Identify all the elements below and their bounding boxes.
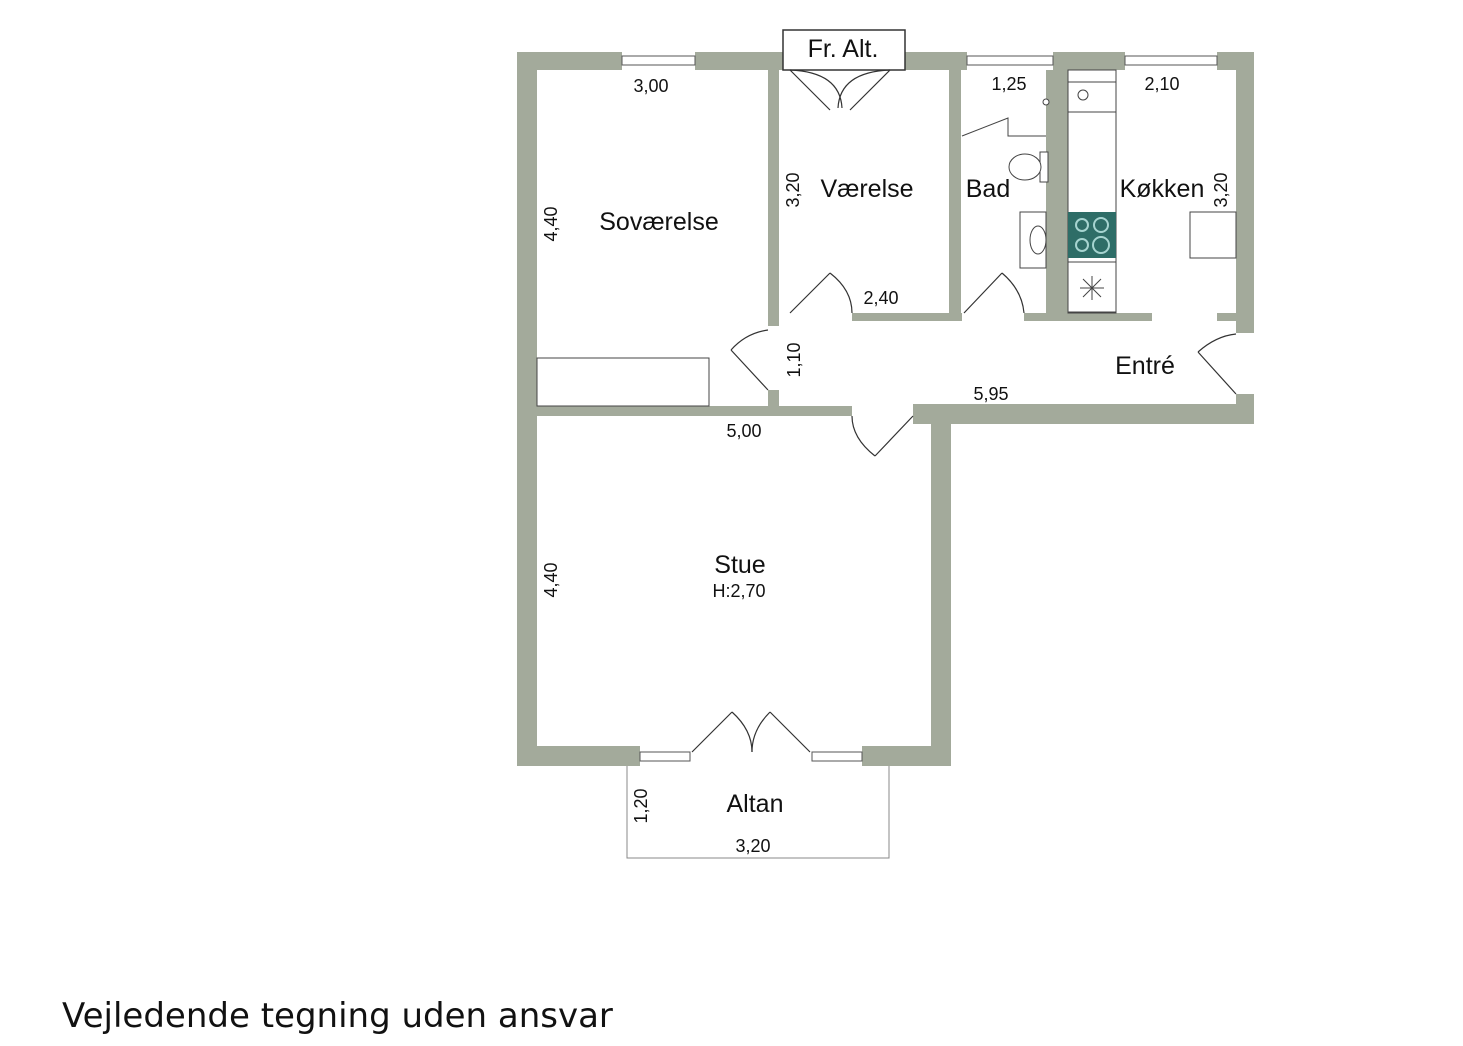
door-stue-balcony-left [691,711,753,753]
door-entre [1197,333,1237,395]
dim-vae-width: 2,40 [863,288,898,308]
label-bad: Bad [966,175,1010,203]
dim-vae-depth: 3,20 [783,172,803,207]
walls [517,52,1254,766]
toilet-icon [1008,153,1042,181]
sink-basin-icon [1029,225,1047,255]
stove-top [1068,212,1116,258]
dim-kok-width: 2,10 [1144,74,1179,94]
label-kokken: Køkken [1120,175,1205,203]
door-vaerelse [789,272,853,314]
windows [621,55,1218,762]
shower-head-icon [1042,98,1050,106]
door-stue-balcony-right [751,711,811,753]
door-fr-alt-right [837,69,891,111]
dim-kok-depth: 3,20 [1211,172,1231,207]
wall-top-1 [517,52,622,70]
door-stue [851,415,914,457]
snowflake-icon [1080,276,1104,300]
dim-entre-depth: 1,10 [784,342,804,377]
wall-bottom-2 [862,746,951,766]
dim-sov-depth: 4,40 [541,206,561,241]
window-kok [1124,55,1218,66]
window-stue-left [639,751,691,762]
label-vaerelse: Værelse [820,175,913,203]
wall-sov-stue [537,406,852,416]
dim-bad-width: 1,25 [991,74,1026,94]
window-bad [966,55,1054,66]
wall-sov-vae [768,70,779,326]
dim-stue-depth: 4,40 [541,562,561,597]
label-stue: Stue [714,551,765,579]
faucet-icon [1077,89,1089,101]
stove [1068,212,1116,258]
burner-1 [1075,218,1089,232]
wall-sov-entre [768,313,779,326]
label-fr-alt: Fr. Alt. [808,35,879,63]
dim-sov-width: 3,00 [633,76,668,96]
wall-top-3 [905,52,967,70]
dim-stue-width: 5,00 [726,421,761,441]
dim-entre-width: 5,95 [973,384,1008,404]
wardrobe [536,357,710,407]
label-altan: Altan [727,790,784,818]
kitchen-sink [1067,81,1117,113]
altan-outline [626,766,890,859]
wall-top-4 [1053,52,1125,70]
label-stue-height: H:2,70 [712,581,765,601]
label-entre: Entré [1115,352,1175,380]
wall-top-2 [695,52,783,70]
wall-stue-right [931,404,951,766]
door-fr-alt-left [789,69,843,111]
label-sovaerelse: Soværelse [599,208,719,236]
doors [691,69,1237,753]
room-labels: Soværelse Værelse Bad Køkken Entré Stue … [599,35,1204,818]
burner-3 [1075,238,1089,252]
kitchen-table [1189,211,1237,259]
door-bad [963,272,1025,314]
dim-altan-depth: 1,20 [631,788,651,823]
wall-vae-bad [949,70,961,321]
dimension-labels: 3,00 4,40 3,20 2,40 1,25 2,10 3,20 1,10 … [541,74,1231,856]
wall-entre-top-1 [852,313,962,321]
wall-bottom-1 [517,746,640,766]
fixtures [536,69,1237,407]
wall-bad-kok [1046,70,1068,321]
shower-curtain [961,117,1046,137]
wall-outer-left [517,52,537,766]
wall-entre-top-3 [1217,313,1254,321]
window-stue-right [811,751,863,762]
door-sovaerelse [730,329,769,391]
wall-entre-bottom [913,404,1254,424]
dim-altan-width: 3,20 [735,836,770,856]
burner-2 [1093,217,1109,233]
wall-outer-right [1236,52,1254,333]
wall-entre-top-2 [1024,313,1152,321]
burner-4 [1092,236,1110,254]
fr-alt-box [782,29,906,71]
disclaimer-text: Vejledende tegning uden ansvar [62,996,613,1036]
window-sov [621,55,696,66]
wall-sov-entre-low [768,390,779,416]
